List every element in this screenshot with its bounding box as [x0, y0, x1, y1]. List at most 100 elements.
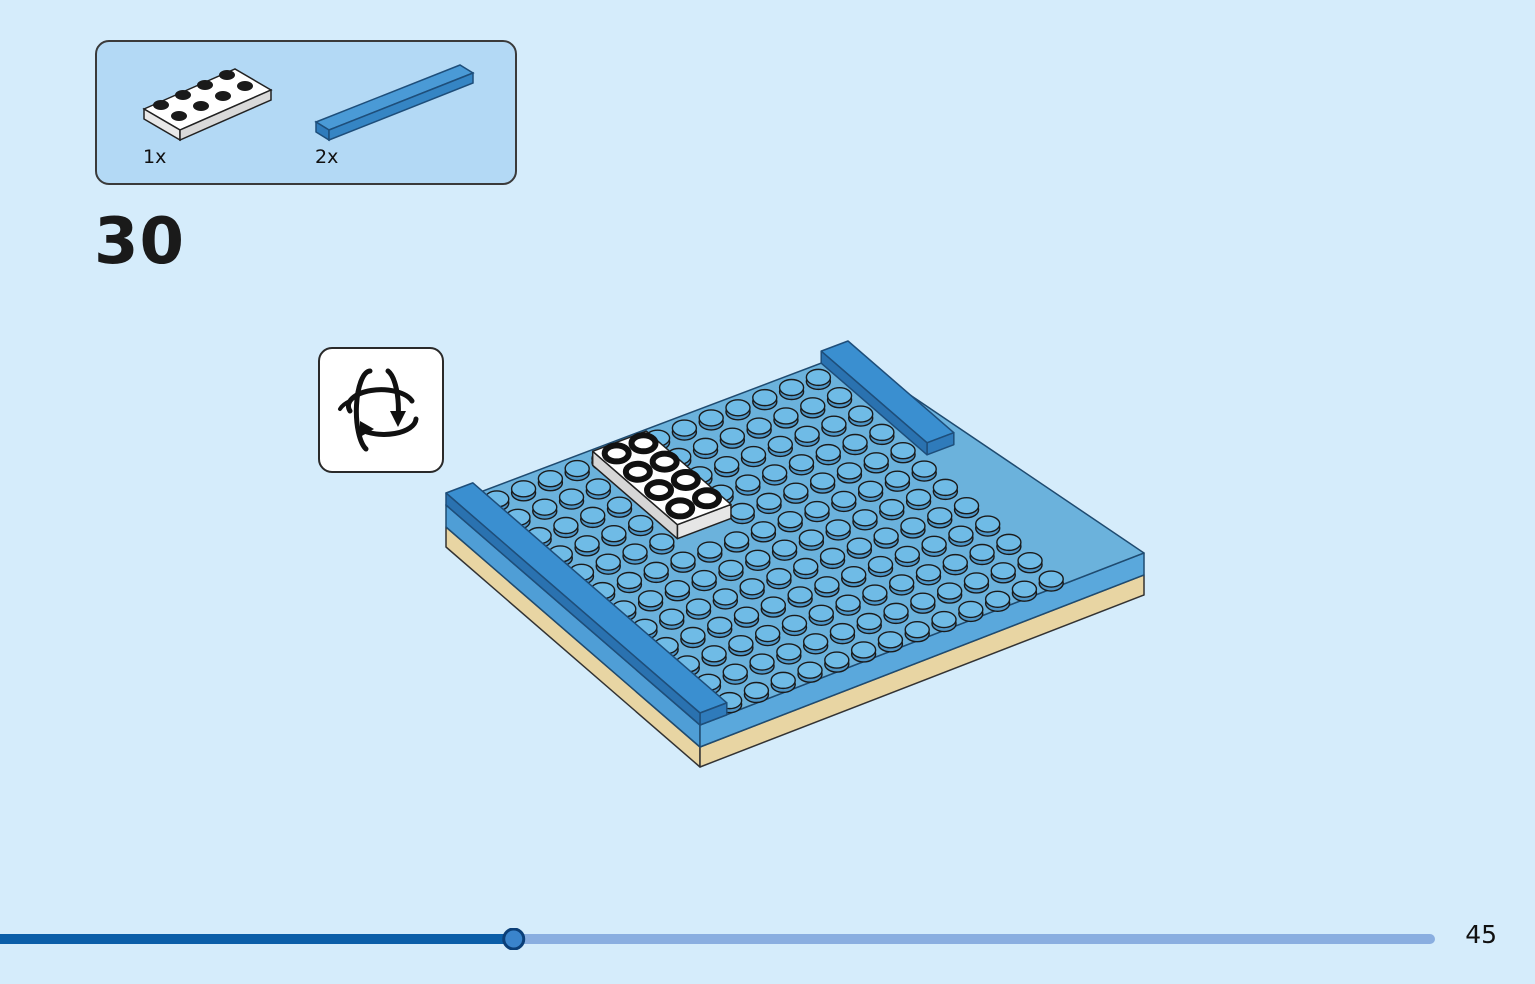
- stud: [750, 521, 777, 543]
- step-number: 30: [94, 205, 186, 279]
- stud: [931, 610, 957, 633]
- stud: [809, 472, 836, 494]
- stud: [760, 596, 787, 618]
- build-model-illustration: [445, 340, 1145, 768]
- stud: [585, 478, 612, 500]
- left-blue-tile-side: [445, 492, 701, 726]
- stud: [532, 498, 558, 520]
- stud: [835, 594, 861, 616]
- stud: [685, 598, 712, 620]
- stud: [627, 514, 654, 537]
- stud: [800, 397, 826, 419]
- stud: [670, 551, 696, 573]
- stud: [848, 405, 874, 427]
- stud: [932, 478, 959, 501]
- white-stud: [691, 487, 722, 510]
- stud: [948, 525, 974, 547]
- progress-fill: [0, 934, 514, 944]
- stud: [883, 602, 909, 625]
- stud: [739, 578, 765, 600]
- stud: [900, 517, 926, 539]
- stud: [808, 604, 834, 626]
- stud: [815, 443, 841, 466]
- stud: [884, 470, 911, 492]
- stud: [616, 571, 643, 594]
- stud: [936, 582, 963, 604]
- stud: [756, 492, 782, 515]
- stud: [788, 454, 815, 476]
- stud: [622, 543, 648, 565]
- stud: [953, 496, 980, 519]
- stud: [804, 500, 830, 523]
- stud: [797, 661, 823, 683]
- stud: [915, 564, 942, 586]
- stud: [781, 614, 808, 637]
- white-stud: [670, 468, 701, 491]
- stud: [735, 474, 761, 496]
- stud: [698, 409, 724, 431]
- stud: [749, 653, 775, 675]
- white-stud: [628, 432, 659, 455]
- stud: [863, 452, 889, 474]
- stud: [984, 590, 1011, 612]
- stud: [659, 608, 685, 630]
- white-stud: [644, 479, 675, 502]
- stud: [664, 580, 691, 602]
- stud: [691, 569, 717, 592]
- stud: [975, 515, 1001, 537]
- stud: [580, 506, 606, 529]
- stud: [969, 543, 995, 566]
- stud: [846, 537, 873, 559]
- stud: [606, 496, 633, 518]
- stud: [770, 671, 796, 694]
- stud: [888, 574, 915, 596]
- stud: [826, 386, 853, 409]
- stud: [910, 592, 936, 614]
- stud: [1017, 551, 1043, 574]
- stud: [819, 547, 846, 570]
- page-number: 45: [1465, 920, 1497, 949]
- stud: [1011, 580, 1038, 602]
- stud: [729, 502, 755, 525]
- stud: [831, 490, 857, 513]
- stud: [996, 533, 1022, 556]
- stud: [595, 553, 621, 575]
- rotate-callout: [318, 347, 444, 473]
- stud: [841, 565, 867, 588]
- stud: [856, 612, 882, 635]
- stud: [921, 535, 947, 558]
- stud: [558, 488, 585, 510]
- stud: [714, 455, 740, 478]
- stud: [862, 584, 888, 606]
- stud: [637, 590, 664, 612]
- stud: [725, 399, 751, 421]
- white-plate-2x4-icon: [142, 68, 273, 142]
- stud: [793, 557, 819, 580]
- stud: [722, 663, 748, 685]
- stud: [1038, 570, 1064, 592]
- stud: [697, 541, 723, 563]
- stud: [754, 624, 781, 647]
- stud: [842, 433, 868, 456]
- stud: [794, 425, 820, 448]
- white-stud: [601, 442, 632, 465]
- blue-tile-1x8-icon: [314, 64, 475, 142]
- stud: [873, 527, 899, 549]
- stud: [723, 531, 750, 553]
- stud: [869, 423, 895, 446]
- stud: [746, 417, 772, 439]
- stud: [718, 559, 744, 582]
- stud: [798, 529, 825, 551]
- stud: [802, 633, 829, 655]
- stud: [942, 553, 968, 576]
- stud: [778, 378, 805, 401]
- stud: [958, 600, 984, 623]
- stud: [805, 368, 832, 391]
- stud: [829, 622, 856, 645]
- stud: [852, 509, 878, 531]
- stud: [877, 631, 904, 653]
- stud: [814, 576, 840, 598]
- stud: [783, 482, 809, 504]
- part-quantity: 2x: [315, 146, 339, 168]
- stud: [836, 462, 863, 484]
